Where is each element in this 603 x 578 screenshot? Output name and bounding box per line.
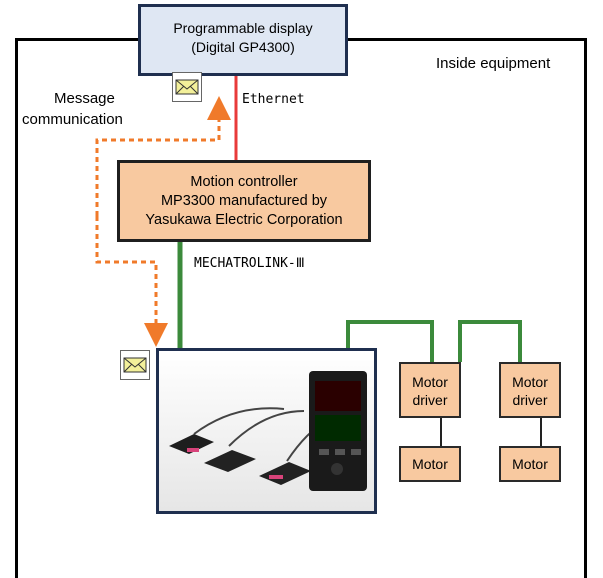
motor-1: Motor	[399, 446, 461, 482]
driver2-line2: driver	[512, 392, 548, 408]
envelope-icon	[172, 72, 202, 102]
motor-driver-1: Motor driver	[399, 362, 461, 418]
device-photo-box	[156, 348, 377, 514]
controller-line2: MP3300 manufactured by	[160, 193, 328, 209]
device-photo	[159, 351, 374, 511]
programmable-display-box: Programmable display (Digital GP4300)	[138, 4, 348, 76]
driver1-line2: driver	[412, 392, 448, 408]
connection-lines	[95, 76, 542, 446]
driver1-line1: Motor	[412, 374, 448, 390]
inside-equipment-label: Inside equipment	[436, 55, 551, 72]
message-label-line2: communication	[22, 111, 123, 128]
controller-line3: Yasukawa Electric Corporation	[145, 212, 343, 228]
message-arrow-down	[95, 216, 168, 347]
display-line1: Programmable display	[173, 20, 313, 36]
motor1-label: Motor	[412, 456, 448, 472]
bus-line-driver1	[346, 320, 434, 362]
message-arrow-up	[95, 96, 231, 216]
motion-controller-box: Motion controller MP3300 manufactured by…	[117, 160, 371, 242]
motor2-label: Motor	[512, 456, 548, 472]
envelope-icon	[120, 350, 150, 380]
controller-line1: Motion controller	[190, 174, 298, 190]
mechatrolink-label: MECHATROLINK-Ⅲ	[194, 256, 305, 271]
motor-2: Motor	[499, 446, 561, 482]
motor-driver-2: Motor driver	[499, 362, 561, 418]
bus-line-driver2	[458, 320, 522, 362]
display-line2: (Digital GP4300)	[191, 39, 295, 55]
ethernet-label: Ethernet	[242, 92, 305, 107]
display-unit	[309, 371, 367, 491]
message-label-line1: Message	[54, 90, 115, 107]
sensor-units	[169, 407, 328, 485]
driver2-line1: Motor	[512, 374, 548, 390]
